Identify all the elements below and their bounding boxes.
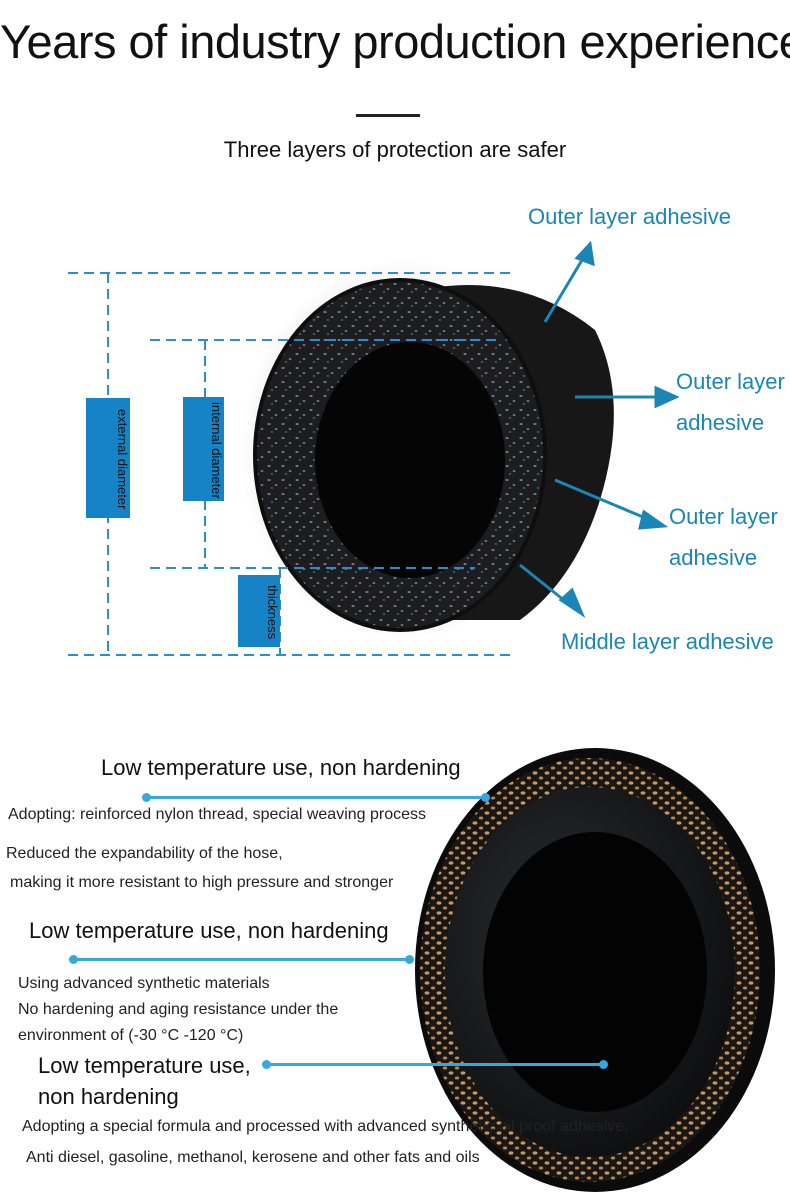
external-diameter-label: external diameter [86,398,130,518]
feature-3-line-1: Adopting a special formula and processed… [22,1118,629,1135]
hose-photo-bore [483,832,707,1112]
page-subtitle: Three layers of protection are safer [223,137,567,162]
thickness-label: thickness [238,575,280,647]
title-divider [356,114,420,117]
callout-middle: Middle layer adhesive [561,629,774,654]
feature-1-line-2: Reduced the expandability of the hose, [6,845,283,862]
feature-2-line-3: environment of (-30 °C -120 °C) [18,1027,244,1044]
feature-2-pointer [69,955,414,964]
feature-2-line-2: No hardening and aging resistance under … [18,1001,339,1018]
callout-outer-2: Outer layer adhesive [676,369,785,435]
feature-1-heading: Low temperature use, non hardening [101,755,461,780]
feature-1-pointer [142,793,490,802]
hose-bore [315,342,505,578]
feature-3-pointer [262,1060,608,1069]
page-title: Years of industry production experience [0,15,790,68]
feature-2-line-1: Using advanced synthetic materials [18,975,270,992]
callout-outer-3: Outer layer adhesive [669,504,778,570]
feature-1-line-1: Adopting: reinforced nylon thread, speci… [8,806,427,823]
feature-3-line-2: Anti diesel, gasoline, methanol, kerosen… [26,1149,480,1166]
feature-1-line-3: making it more resistant to high pressur… [10,874,394,891]
callout-outer-1: Outer layer adhesive [528,204,731,229]
feature-2-heading: Low temperature use, non hardening [29,918,389,943]
internal-diameter-label: internal diameter [183,397,224,501]
hose-diagram [68,240,680,656]
feature-3-heading: Low temperature use, non hardening [38,1053,251,1109]
